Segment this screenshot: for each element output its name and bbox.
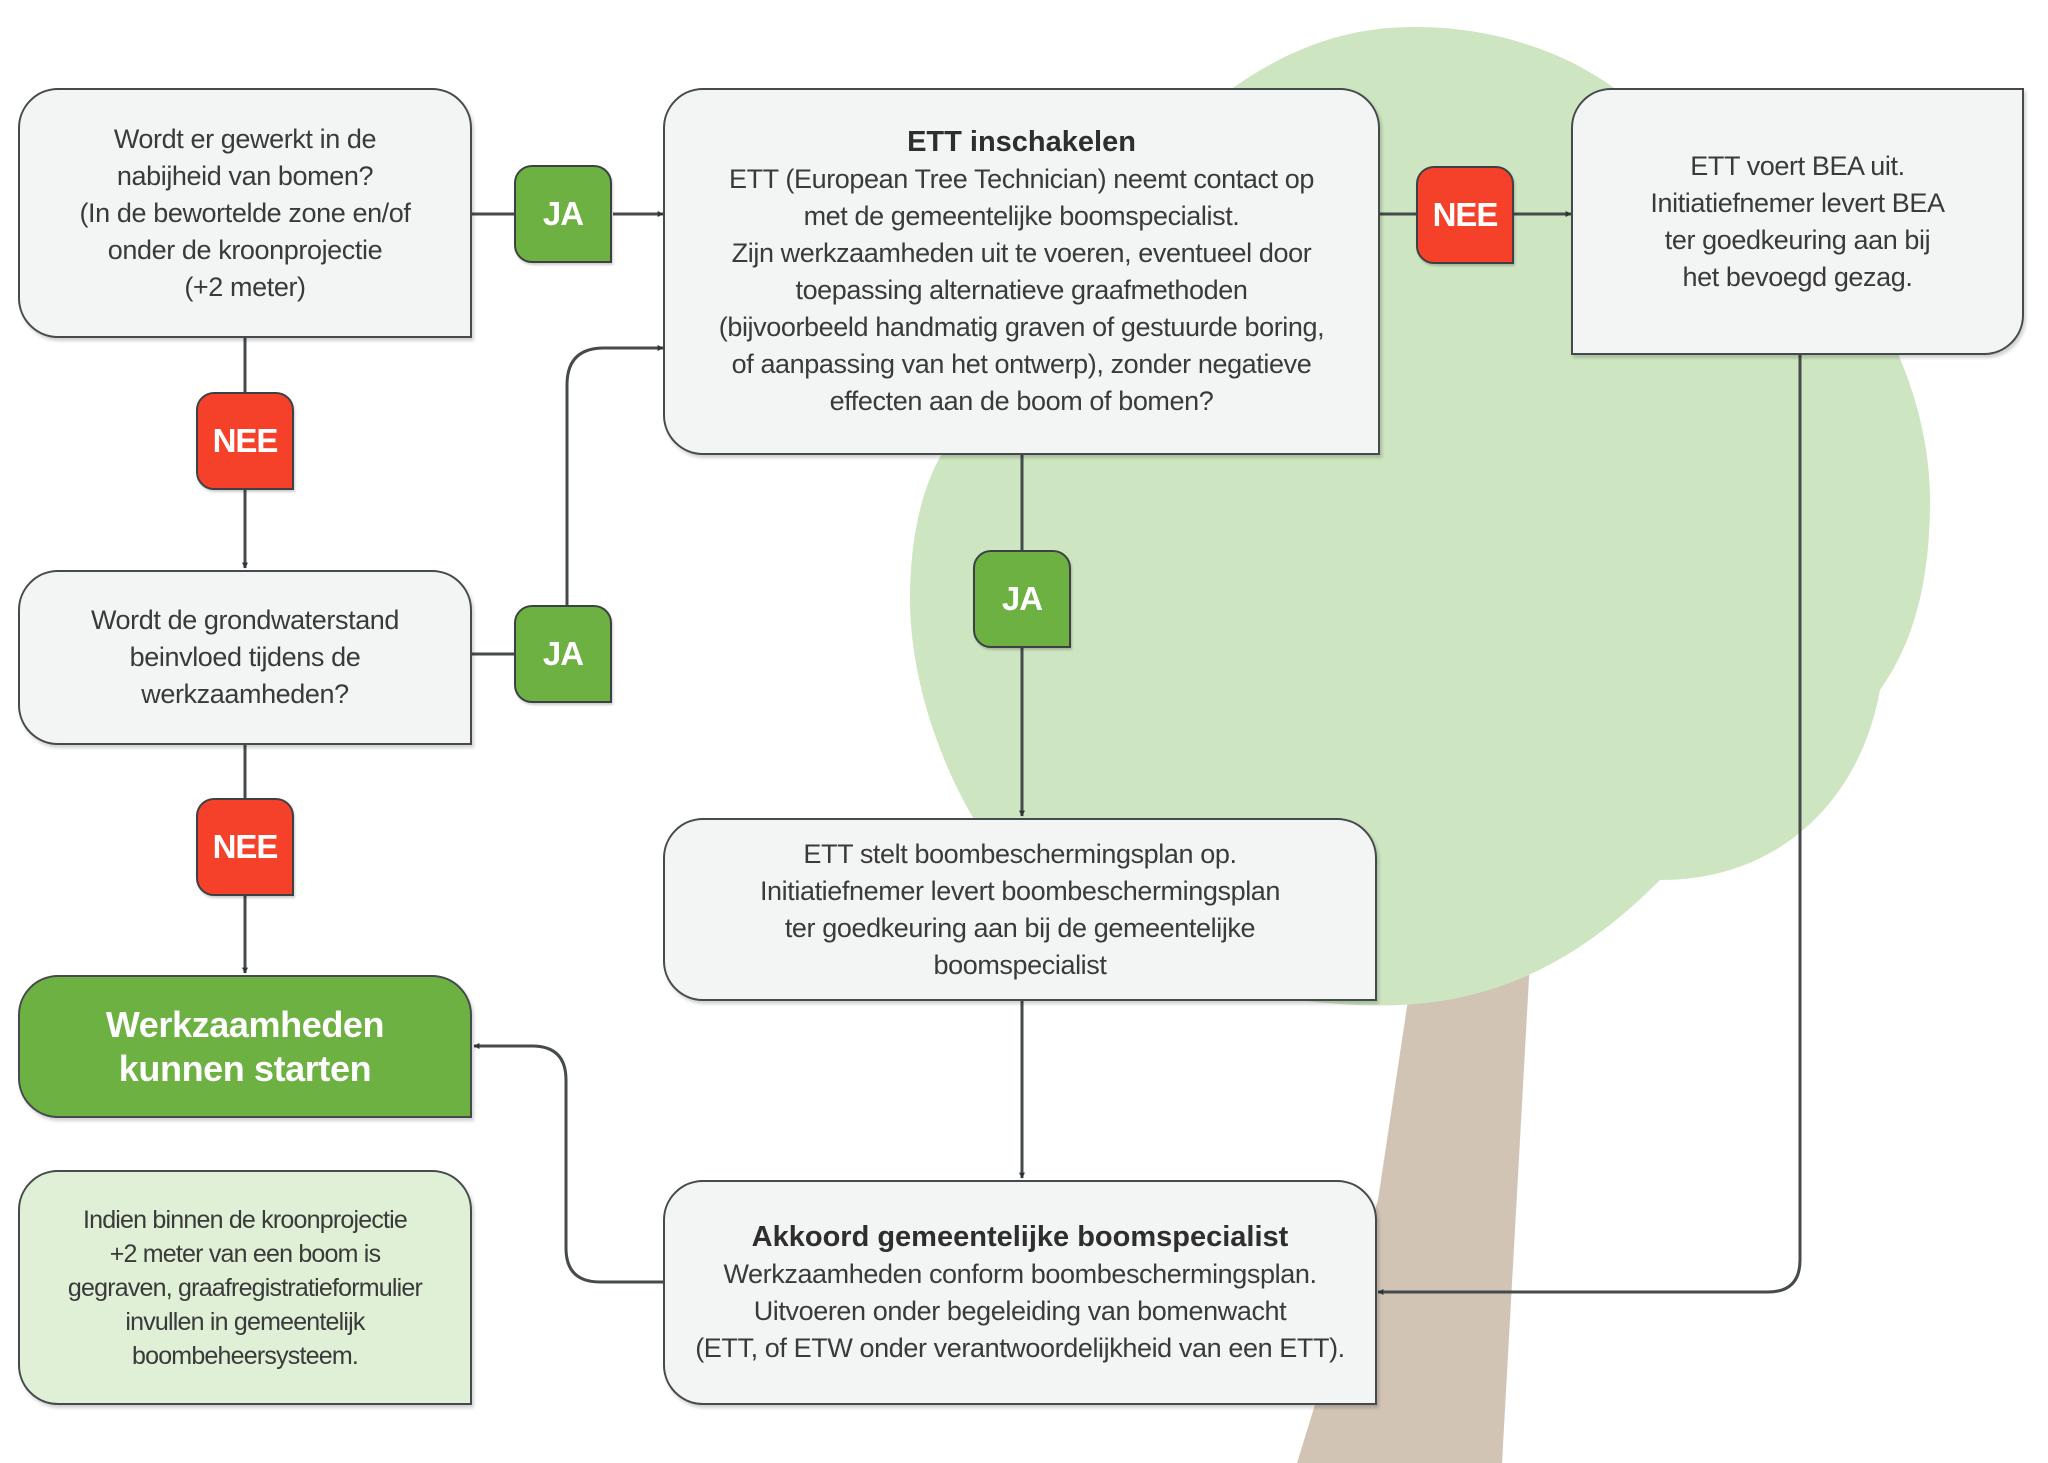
start-work-text: Werkzaamheden kunnen starten [105, 1003, 385, 1089]
no-badge-3: NEE [1416, 166, 1514, 264]
no-badge-1: NEE [196, 392, 294, 490]
start-work-terminal: Werkzaamheden kunnen starten [18, 975, 472, 1118]
question-near-trees-text: Wordt er gewerkt in de nabijheid van bom… [79, 123, 411, 302]
edge-bea-approval [1377, 355, 1802, 1295]
ett-engage-title: ETT inschakelen [907, 126, 1136, 158]
question-near-trees: Wordt er gewerkt in de nabijheid van bom… [18, 88, 472, 338]
yes-badge-1: JA [514, 165, 612, 263]
ett-engage-body: ETT (European Tree Technician) neemt con… [718, 164, 1325, 416]
ett-engage-step: ETT inschakelen ETT (European Tree Techn… [663, 88, 1380, 455]
dig-registration-note-text: Indien binnen de kroonprojectie +2 meter… [67, 1205, 423, 1370]
approval-title: Akkoord gemeentelijke boomspecialist [751, 1221, 1289, 1253]
yes-badge-2: JA [514, 605, 612, 703]
edge-approval-start [473, 1043, 663, 1284]
approval-body: Werkzaamheden conform boombeschermingspl… [695, 1259, 1345, 1363]
approval-step: Akkoord gemeentelijke boomspecialist Wer… [663, 1180, 1377, 1405]
question-groundwater: Wordt de grondwaterstand beinvloed tijde… [18, 570, 472, 745]
no-badge-2: NEE [196, 798, 294, 896]
bea-text: ETT voert BEA uit. Initiatiefnemer lever… [1650, 150, 1945, 292]
question-groundwater-text: Wordt de grondwaterstand beinvloed tijde… [90, 605, 400, 709]
protection-plan-step: ETT stelt boombeschermingsplan op. Initi… [663, 818, 1377, 1001]
bea-step: ETT voert BEA uit. Initiatiefnemer lever… [1571, 88, 2024, 355]
edge-ja2-ett [565, 345, 664, 605]
protection-plan-text: ETT stelt boombeschermingsplan op. Initi… [759, 838, 1281, 980]
yes-badge-3: JA [973, 550, 1071, 648]
dig-registration-note: Indien binnen de kroonprojectie +2 meter… [18, 1170, 472, 1405]
